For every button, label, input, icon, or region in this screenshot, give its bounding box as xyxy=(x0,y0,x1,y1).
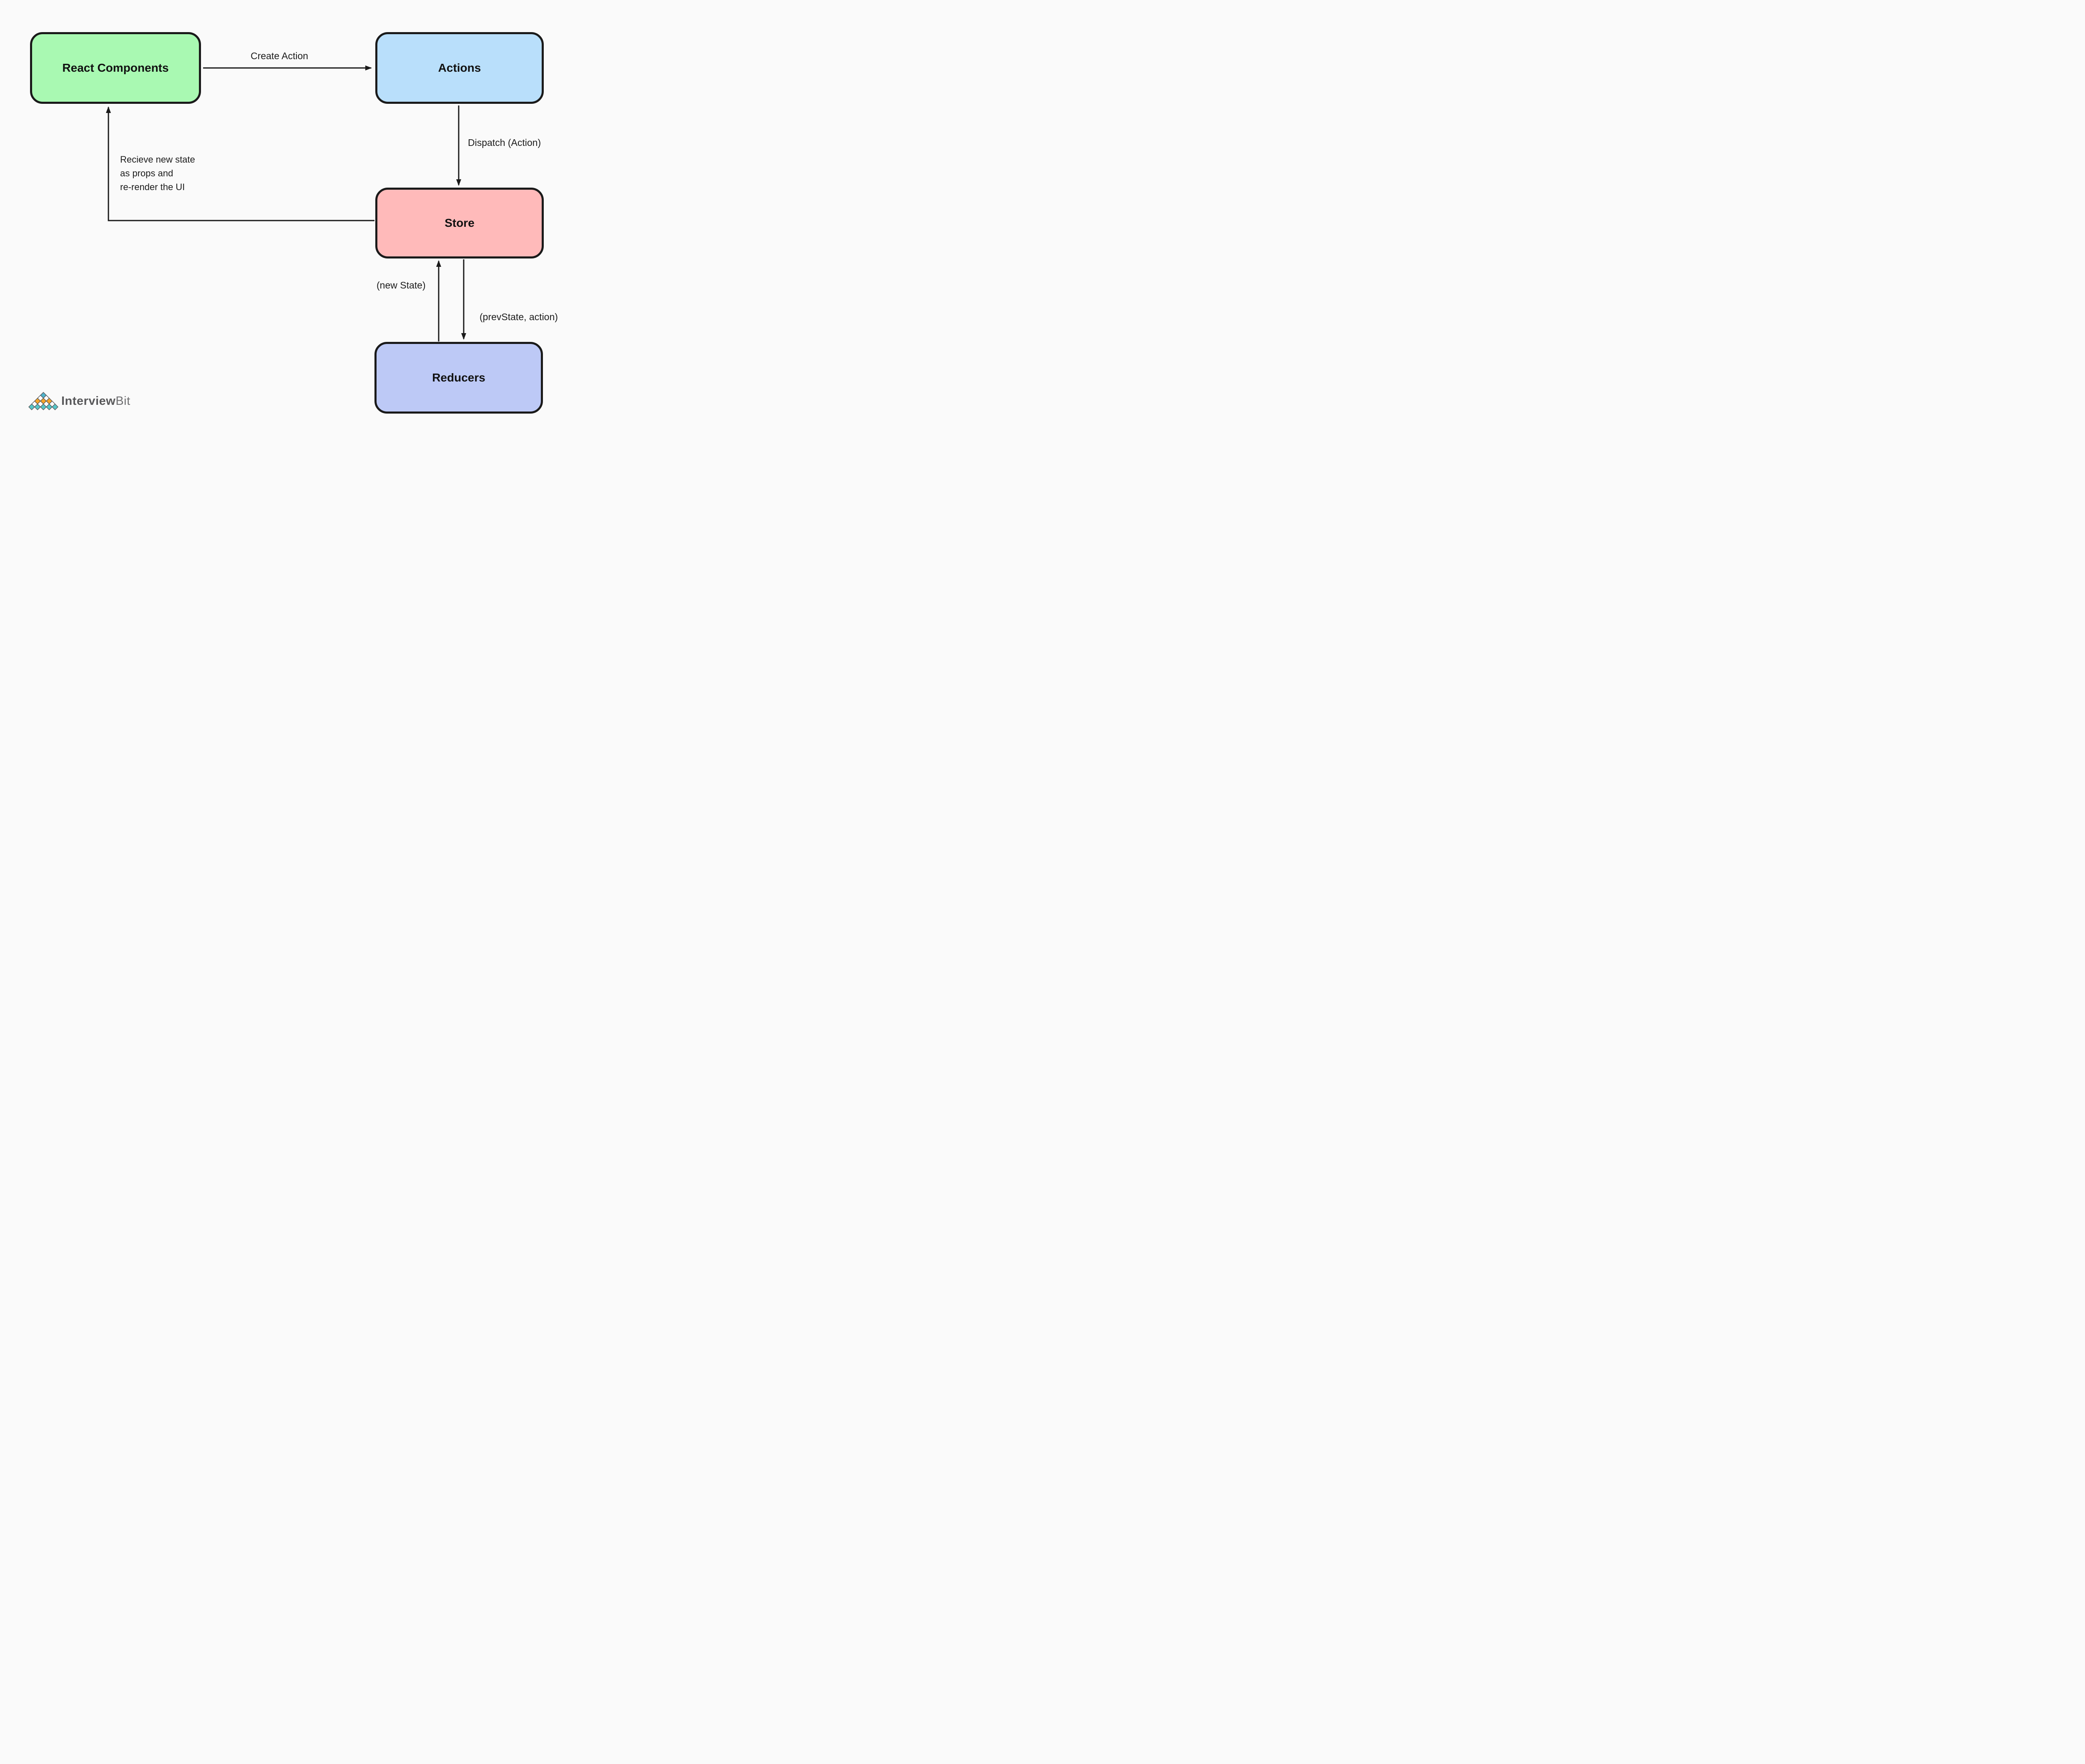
prev-state-label: (prevState, action) xyxy=(480,311,558,322)
interviewbit-logo-text: InterviewBit xyxy=(61,394,131,408)
create-action-label: Create Action xyxy=(250,50,309,61)
node-actions: Actions xyxy=(375,32,544,104)
node-reducers: Reducers xyxy=(374,342,543,414)
node-actions-label: Actions xyxy=(438,61,481,74)
logo-diamond xyxy=(28,404,35,410)
logo-diamond xyxy=(46,404,53,410)
node-reducers-label: Reducers xyxy=(432,371,485,384)
logo-text-interview: Interview xyxy=(61,394,116,408)
interviewbit-logo-icon xyxy=(28,392,58,410)
logo-text-bit: Bit xyxy=(116,394,131,408)
receive-state-label: Recieve new state as props and re-render… xyxy=(120,154,195,192)
logo-diamond xyxy=(40,404,47,410)
interviewbit-logo: InterviewBit xyxy=(28,392,131,410)
dispatch-action-label: Dispatch (Action) xyxy=(468,137,541,148)
node-react-components-label: React Components xyxy=(62,61,169,74)
new-state-label: (new State) xyxy=(377,280,426,291)
node-store: Store xyxy=(375,188,544,258)
node-react-components: React Components xyxy=(30,32,201,104)
logo-diamond xyxy=(34,404,41,410)
logo-diamond xyxy=(52,404,58,410)
node-store-label: Store xyxy=(445,216,475,229)
diagram-canvas: React Components Actions Store Reducers … xyxy=(0,0,587,441)
